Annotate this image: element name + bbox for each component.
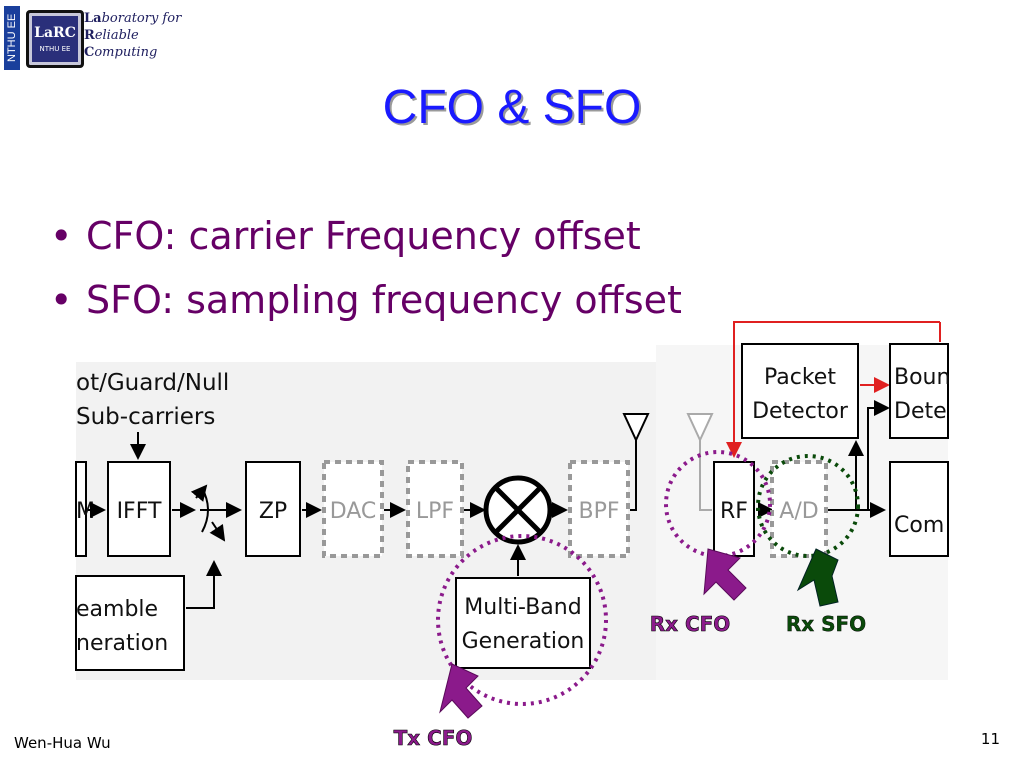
switch-arrow-up (190, 484, 208, 502)
logo-sub: NTHU EE (39, 45, 71, 53)
boundary-label-1: Boun (894, 365, 950, 390)
compensation-block (889, 461, 949, 557)
boundary-label-2: Dete (894, 399, 947, 424)
preamble-arrow (186, 560, 222, 609)
tx-cfo-highlight (436, 534, 608, 706)
pilot-label-line-1: ot/Guard/Null (76, 370, 229, 396)
rx-antenna-feed (699, 440, 712, 511)
packet-label-2: Detector (752, 399, 849, 424)
rx-sfo-arrow-icon (796, 548, 839, 607)
switch-arrow-down (209, 521, 226, 542)
packet-detector-block (741, 343, 859, 439)
multiband-block (455, 577, 591, 669)
ifft-label: IFFT (117, 499, 162, 524)
author-footer: Wen-Hua Wu (14, 734, 111, 752)
page-number: 11 (980, 730, 1000, 748)
bpf-block (568, 460, 630, 558)
zp-label: ZP (259, 499, 287, 524)
rf-label: RF (720, 499, 748, 524)
pilot-label-line-2: Sub-carriers (76, 404, 215, 430)
preamble-label-1: eamble (76, 597, 158, 622)
tx-cfo-label: Tx CFO (394, 726, 473, 750)
rf-block (713, 461, 755, 557)
rx-antenna-icon (686, 413, 714, 443)
larc-logo: LaRC NTHU EE (26, 10, 84, 68)
lab-name: Laboratory for Reliable Computing (84, 10, 181, 61)
preamble-block (75, 575, 185, 671)
tx-antenna-icon (622, 413, 650, 443)
lpf-label: LPF (416, 499, 454, 524)
bpf-label: BPF (578, 499, 619, 524)
bullet-item: •CFO: carrier Frequency offset (50, 214, 641, 258)
tx-cfo-arrow-icon (439, 663, 483, 719)
bullet-list: •CFO: carrier Frequency offset •SFO: sam… (50, 204, 682, 332)
mapper-block (75, 461, 87, 557)
mapper-label: M (76, 499, 95, 524)
ad-to-boundary-arrow (867, 400, 890, 510)
boundary-detector-block (889, 343, 949, 439)
preamble-label-2: neration (76, 631, 168, 656)
multiband-label-1: Multi-Band (464, 595, 581, 620)
mixer-cross-b (494, 486, 542, 534)
dac-label: DAC (330, 499, 377, 524)
rx-cfo-arrow-icon (703, 548, 747, 601)
lab-name-line-3: Computing (84, 45, 158, 60)
feedback-line-to-rf (726, 321, 940, 458)
ifft-block (107, 461, 171, 557)
rx-cfo-label: Rx CFO (650, 612, 731, 636)
lab-name-line-2: Reliable (84, 28, 139, 43)
zp-block (245, 461, 301, 557)
bullet-item: •SFO: sampling frequency offset (50, 278, 682, 322)
slide-title: CFO & SFO (382, 81, 642, 134)
logo-mark: LaRC (34, 25, 76, 41)
dac-block (322, 460, 384, 558)
tx-antenna-feed (630, 440, 637, 511)
ad-block (770, 460, 828, 558)
lab-name-line-1: Laboratory for (84, 11, 182, 26)
lpf-block (406, 460, 464, 558)
ad-label: A/D (779, 499, 818, 524)
rx-sfo-highlight (756, 454, 860, 558)
com-label: Com (894, 513, 944, 538)
rx-sfo-label: Rx SFO (786, 612, 866, 636)
packet-label-1: Packet (764, 365, 836, 390)
multiband-label-2: Generation (462, 629, 585, 654)
